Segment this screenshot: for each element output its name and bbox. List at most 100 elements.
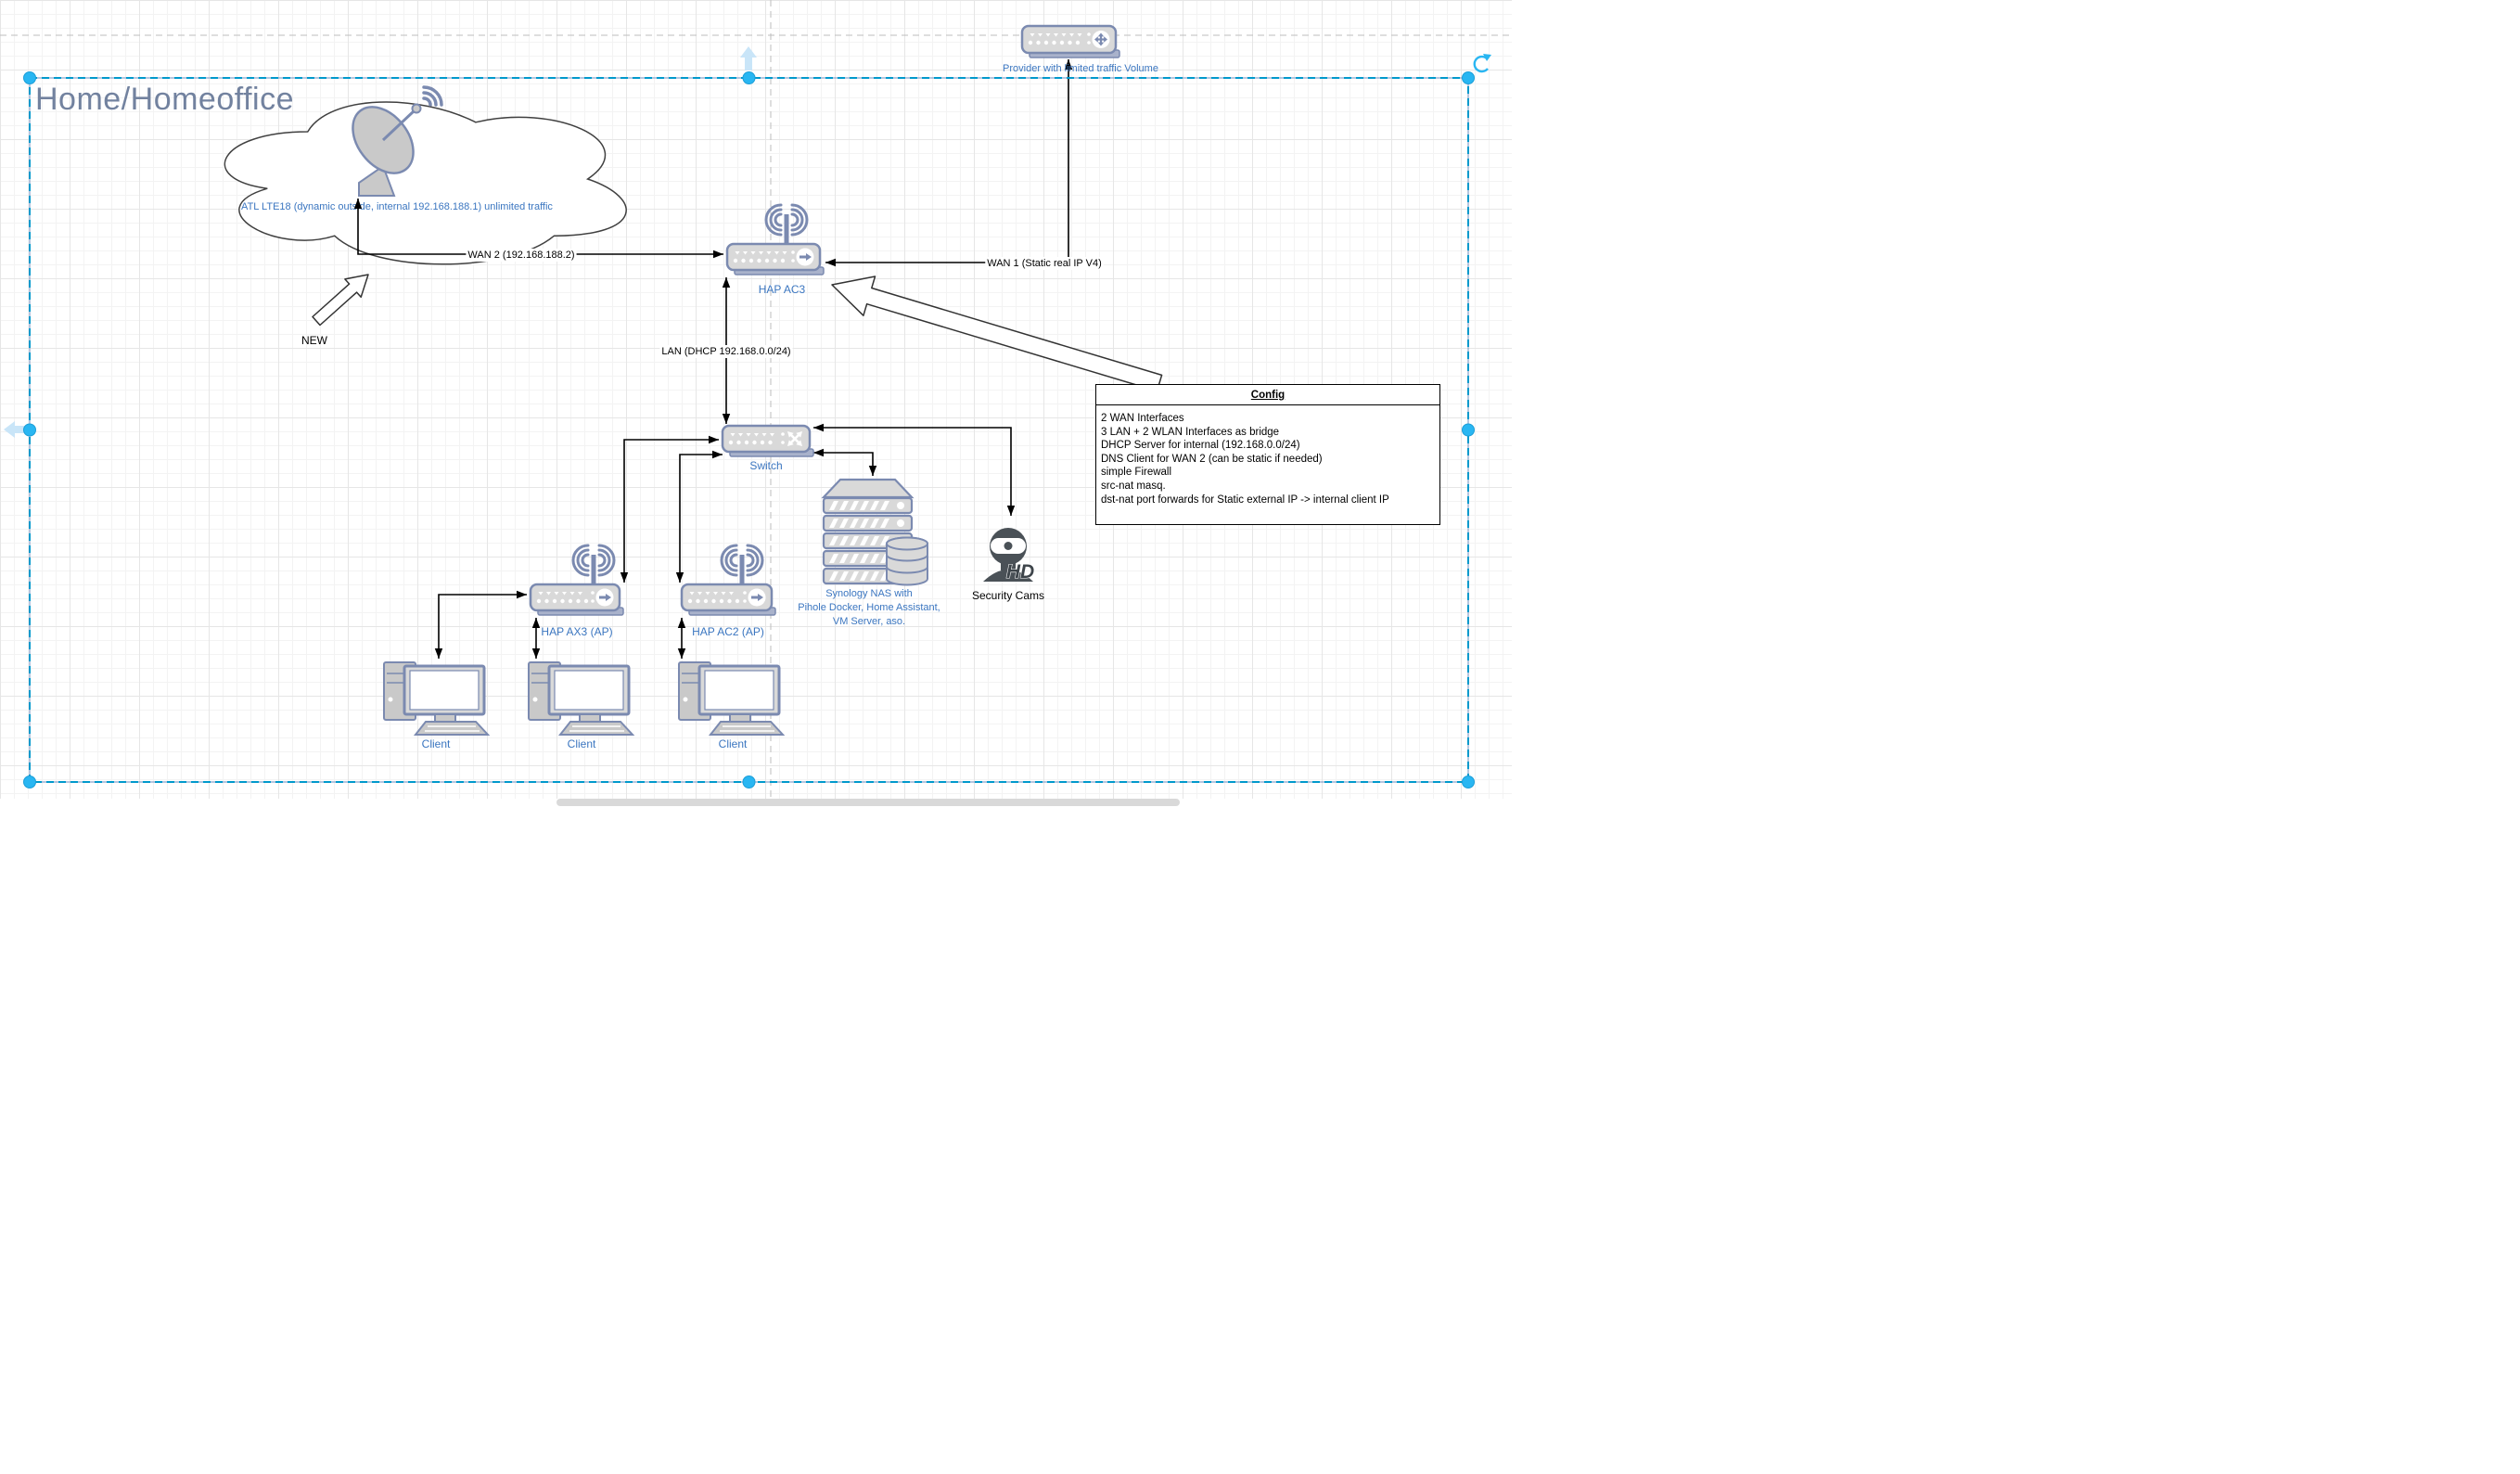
nas-vent <box>839 571 849 581</box>
port-led <box>730 433 736 437</box>
config-callout-arrow[interactable] <box>831 276 1163 392</box>
pc-power-led <box>532 697 538 702</box>
edge-switch-ax3[interactable] <box>620 435 719 583</box>
pc-power-led <box>683 697 688 702</box>
arrowhead <box>722 414 731 424</box>
edge-line <box>438 594 527 659</box>
cam-neck <box>1001 561 1016 570</box>
switch-x-icon <box>796 440 802 446</box>
port-led <box>735 251 740 255</box>
port-dot <box>773 258 777 263</box>
arrowhead <box>675 572 684 583</box>
edge-switch-ac2[interactable] <box>675 450 723 583</box>
route-arrow-icon <box>758 594 763 601</box>
port-led <box>1038 33 1043 37</box>
node-client-2[interactable]: Client <box>528 661 635 750</box>
port-led <box>750 251 756 255</box>
node-switch[interactable]: Switch <box>721 424 814 472</box>
selection-handle[interactable] <box>1462 775 1475 788</box>
edge-label-bg <box>659 345 793 358</box>
nas-vent <box>850 519 859 528</box>
port-led <box>729 592 734 596</box>
nas-label-line: VM Server, aso. <box>833 616 905 627</box>
selection-handle[interactable] <box>1462 71 1475 84</box>
nas-vent <box>829 536 838 545</box>
node-label-security-cams: Security Cams <box>972 589 1044 602</box>
sep-dot <box>591 599 595 603</box>
edge-ax3-client1[interactable] <box>434 590 527 659</box>
selection-handle[interactable] <box>23 423 36 437</box>
node-hap-ac3[interactable]: HAP AC3 <box>725 203 825 296</box>
config-note-title: Config <box>1096 385 1439 405</box>
switch-x-icon <box>789 438 796 444</box>
selection-handle[interactable] <box>742 71 756 84</box>
node-client-1[interactable]: Client <box>383 661 491 750</box>
wifi-arc-left <box>769 208 783 232</box>
edge-line <box>679 454 723 583</box>
pc-keyboard <box>708 721 786 736</box>
port-led <box>738 433 743 437</box>
wifi-arc-right <box>746 548 760 572</box>
selection-handle[interactable] <box>23 775 36 788</box>
sep-dot <box>743 599 747 603</box>
nas-vent <box>839 519 849 528</box>
device-chassis <box>1020 24 1118 55</box>
port-led <box>743 251 748 255</box>
edge-ax3-client2[interactable] <box>531 618 541 659</box>
port-led <box>705 592 710 596</box>
nas-label-line: Synology NAS with <box>825 588 913 599</box>
cloud-shape <box>224 101 627 265</box>
edge-ac2-client3[interactable] <box>677 618 686 659</box>
edge-wan1[interactable]: WAN 1 (Static real IP V4) <box>825 59 1104 270</box>
arrowhead <box>620 572 629 583</box>
port-dot <box>735 598 740 604</box>
wifi-arc-left <box>724 548 738 572</box>
port-dot <box>711 598 716 604</box>
port-led <box>689 592 695 596</box>
pc-screen <box>704 670 774 711</box>
config-line: 2 WAN Interfaces <box>1101 413 1184 424</box>
route-arrow-icon <box>806 253 812 261</box>
horizontal-scrollbar[interactable] <box>556 799 1180 806</box>
pc-screen <box>409 670 480 711</box>
node-client-3[interactable]: Client <box>678 661 786 750</box>
selection-handle[interactable] <box>1462 423 1475 437</box>
selection-handle[interactable] <box>742 775 756 788</box>
port-led <box>538 592 544 596</box>
rotate-handle[interactable] <box>1473 54 1491 73</box>
node-label-switch: Switch <box>749 459 782 472</box>
port-dot <box>1075 40 1081 45</box>
node-label-client-3: Client <box>719 737 748 750</box>
wifi-arc-left <box>720 544 738 577</box>
port-dot <box>1028 40 1033 45</box>
arrowhead <box>825 258 836 267</box>
container-title[interactable]: Home/Homeoffice <box>35 82 294 117</box>
nas-vent <box>829 571 838 581</box>
edge-lan[interactable]: LAN (DHCP 192.168.0.0/24) <box>659 277 793 424</box>
port-dot <box>728 440 734 445</box>
node-label-client-2: Client <box>568 737 596 750</box>
new-arrow[interactable] <box>312 274 369 327</box>
selection-handle[interactable] <box>23 71 36 84</box>
arrowhead <box>531 618 541 628</box>
node-provider[interactable]: Provider with limited traffic Volume <box>1003 24 1158 74</box>
dish-signal-arc <box>422 96 432 107</box>
node-hap-ax3[interactable]: HAP AX3 (AP) <box>529 544 624 638</box>
edge-switch-nas[interactable] <box>813 448 877 476</box>
edge-wan2[interactable]: WAN 2 (192.168.188.2) <box>353 199 723 262</box>
arrowhead <box>531 648 541 659</box>
node-hap-ac2[interactable]: HAP AC2 (AP) <box>680 544 776 638</box>
nas-vent <box>880 501 889 510</box>
arrowhead <box>712 450 723 459</box>
satellite-dish-icon <box>352 85 443 197</box>
nas-led <box>897 502 904 509</box>
edge-switch-cams[interactable] <box>813 423 1016 516</box>
annotations-layer: NEW <box>301 274 1163 392</box>
selection-overlay <box>4 46 1491 788</box>
node-cloud-isp[interactable]: ATL LTE18 (dynamic outside, internal 192… <box>224 85 627 265</box>
disk-stack-top <box>886 536 928 551</box>
config-line: dst-nat port forwards for Static externa… <box>1101 493 1389 506</box>
